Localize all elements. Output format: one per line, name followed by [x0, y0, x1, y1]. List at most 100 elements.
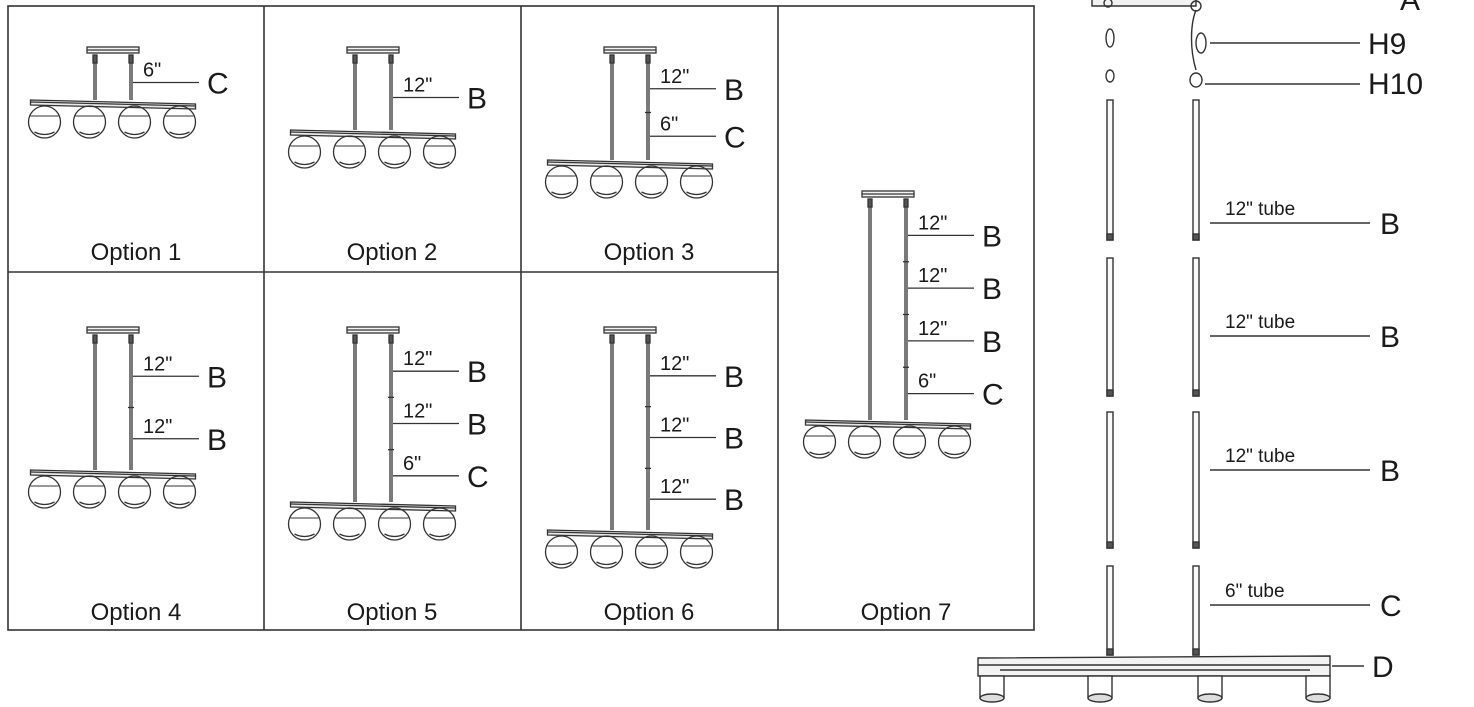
part-letter: B	[1380, 455, 1400, 488]
fixture-option-5: 12"B12"B6"C	[287, 326, 489, 541]
part-letter: B	[207, 424, 227, 457]
socket-base	[1087, 693, 1113, 703]
globe-base	[34, 501, 55, 506]
dimension-label: 12"	[403, 75, 432, 97]
cable	[1190, 9, 1197, 71]
hardware-h9	[1195, 32, 1207, 54]
globe-base	[169, 501, 190, 506]
globe-base	[686, 561, 707, 566]
fixture-option-3: 12"B6"C	[544, 46, 746, 199]
part-letter: C	[207, 68, 229, 101]
rod-connector	[128, 54, 134, 64]
globe-shade	[332, 507, 367, 541]
tube-thread	[1192, 648, 1200, 656]
tube	[1192, 99, 1200, 241]
part-letter: B	[1380, 208, 1400, 241]
rod-connector	[92, 54, 98, 64]
dimension-label: 6"	[143, 60, 161, 82]
part-letter: B	[982, 220, 1002, 253]
globe-base	[809, 451, 830, 456]
globe-shade	[544, 165, 579, 199]
globe-shade	[802, 425, 837, 459]
tube-thread	[1192, 389, 1200, 397]
globe-base	[124, 131, 145, 136]
fixture-option-7: 12"B12"B12"B6"C	[802, 190, 1004, 459]
part-letter: C	[724, 121, 746, 154]
light-bar-d	[977, 655, 1331, 677]
part-letter: B	[1380, 321, 1400, 354]
globe-base	[339, 161, 360, 166]
light-bar-edge	[30, 101, 196, 107]
globe-shade	[27, 105, 62, 139]
globe-shade	[287, 135, 322, 169]
option-title: Option 6	[604, 599, 695, 626]
globe-shade	[544, 535, 579, 569]
globe-shade	[589, 165, 624, 199]
rod-connector	[352, 334, 358, 344]
light-bar-edge	[547, 161, 713, 167]
option-title: Option 2	[347, 239, 438, 266]
part-letter-a: A	[1400, 0, 1420, 17]
fixture-option-4: 12" B 12" B	[27, 326, 227, 509]
option-title: Option 7	[861, 599, 952, 626]
globe-base	[429, 161, 450, 166]
rod-connector	[609, 334, 615, 344]
light-bar-edge	[290, 131, 456, 137]
globe-shade	[117, 475, 152, 509]
globe-shade	[422, 507, 457, 541]
tube	[1106, 99, 1114, 241]
light-bar-edge	[290, 503, 456, 509]
tube-label: 6" tube	[1225, 581, 1285, 602]
dimension-label: 12"	[143, 353, 172, 375]
globe-shade	[27, 475, 62, 509]
tube-label: 12" tube	[1225, 446, 1295, 467]
tube	[1192, 565, 1200, 656]
globe-base	[384, 533, 405, 538]
globe-base	[294, 533, 315, 538]
rod-connector	[128, 334, 134, 344]
dimension-label: 12"	[143, 416, 172, 438]
option-title: Option 4	[91, 599, 182, 626]
dimension-label: 12"	[403, 401, 432, 423]
globe-base	[641, 191, 662, 196]
dimension-label: 12"	[403, 348, 432, 370]
hardware-h10	[1189, 72, 1203, 88]
fixture-option-2: 12" B	[287, 46, 487, 169]
globe-base	[294, 161, 315, 166]
globe-shade	[162, 105, 197, 139]
globe-shade	[847, 425, 882, 459]
part-letter: B	[724, 361, 744, 394]
hardware-label: H9	[1368, 28, 1406, 61]
dimension-label: 12"	[918, 265, 947, 287]
rod-connector	[352, 54, 358, 64]
part-letter: B	[467, 83, 487, 116]
part-letter: B	[207, 361, 227, 394]
rod-connector	[867, 198, 873, 208]
part-letter: B	[724, 484, 744, 517]
globe-shade	[72, 475, 107, 509]
light-bar-edge	[805, 421, 971, 427]
globe-base	[339, 533, 360, 538]
part-letter: B	[724, 74, 744, 107]
globe-shade	[377, 507, 412, 541]
globe-base	[686, 191, 707, 196]
dimension-label: 6"	[660, 113, 678, 135]
tube-thread	[1106, 648, 1114, 656]
tube-label: 12" tube	[1225, 312, 1295, 333]
dimension-label: 12"	[660, 353, 689, 375]
globe-shade	[162, 475, 197, 509]
tube-thread	[1106, 233, 1114, 241]
dimension-label: 12"	[918, 318, 947, 340]
options-grid	[7, 5, 1035, 631]
socket-base	[1305, 693, 1331, 703]
socket-base	[979, 693, 1005, 703]
tube	[1192, 257, 1200, 397]
canopy-screw	[1103, 0, 1113, 8]
light-bar-edge	[30, 471, 196, 477]
globe-shade	[937, 425, 972, 459]
part-letter: B	[982, 273, 1002, 306]
dimension-label: 12"	[660, 476, 689, 498]
